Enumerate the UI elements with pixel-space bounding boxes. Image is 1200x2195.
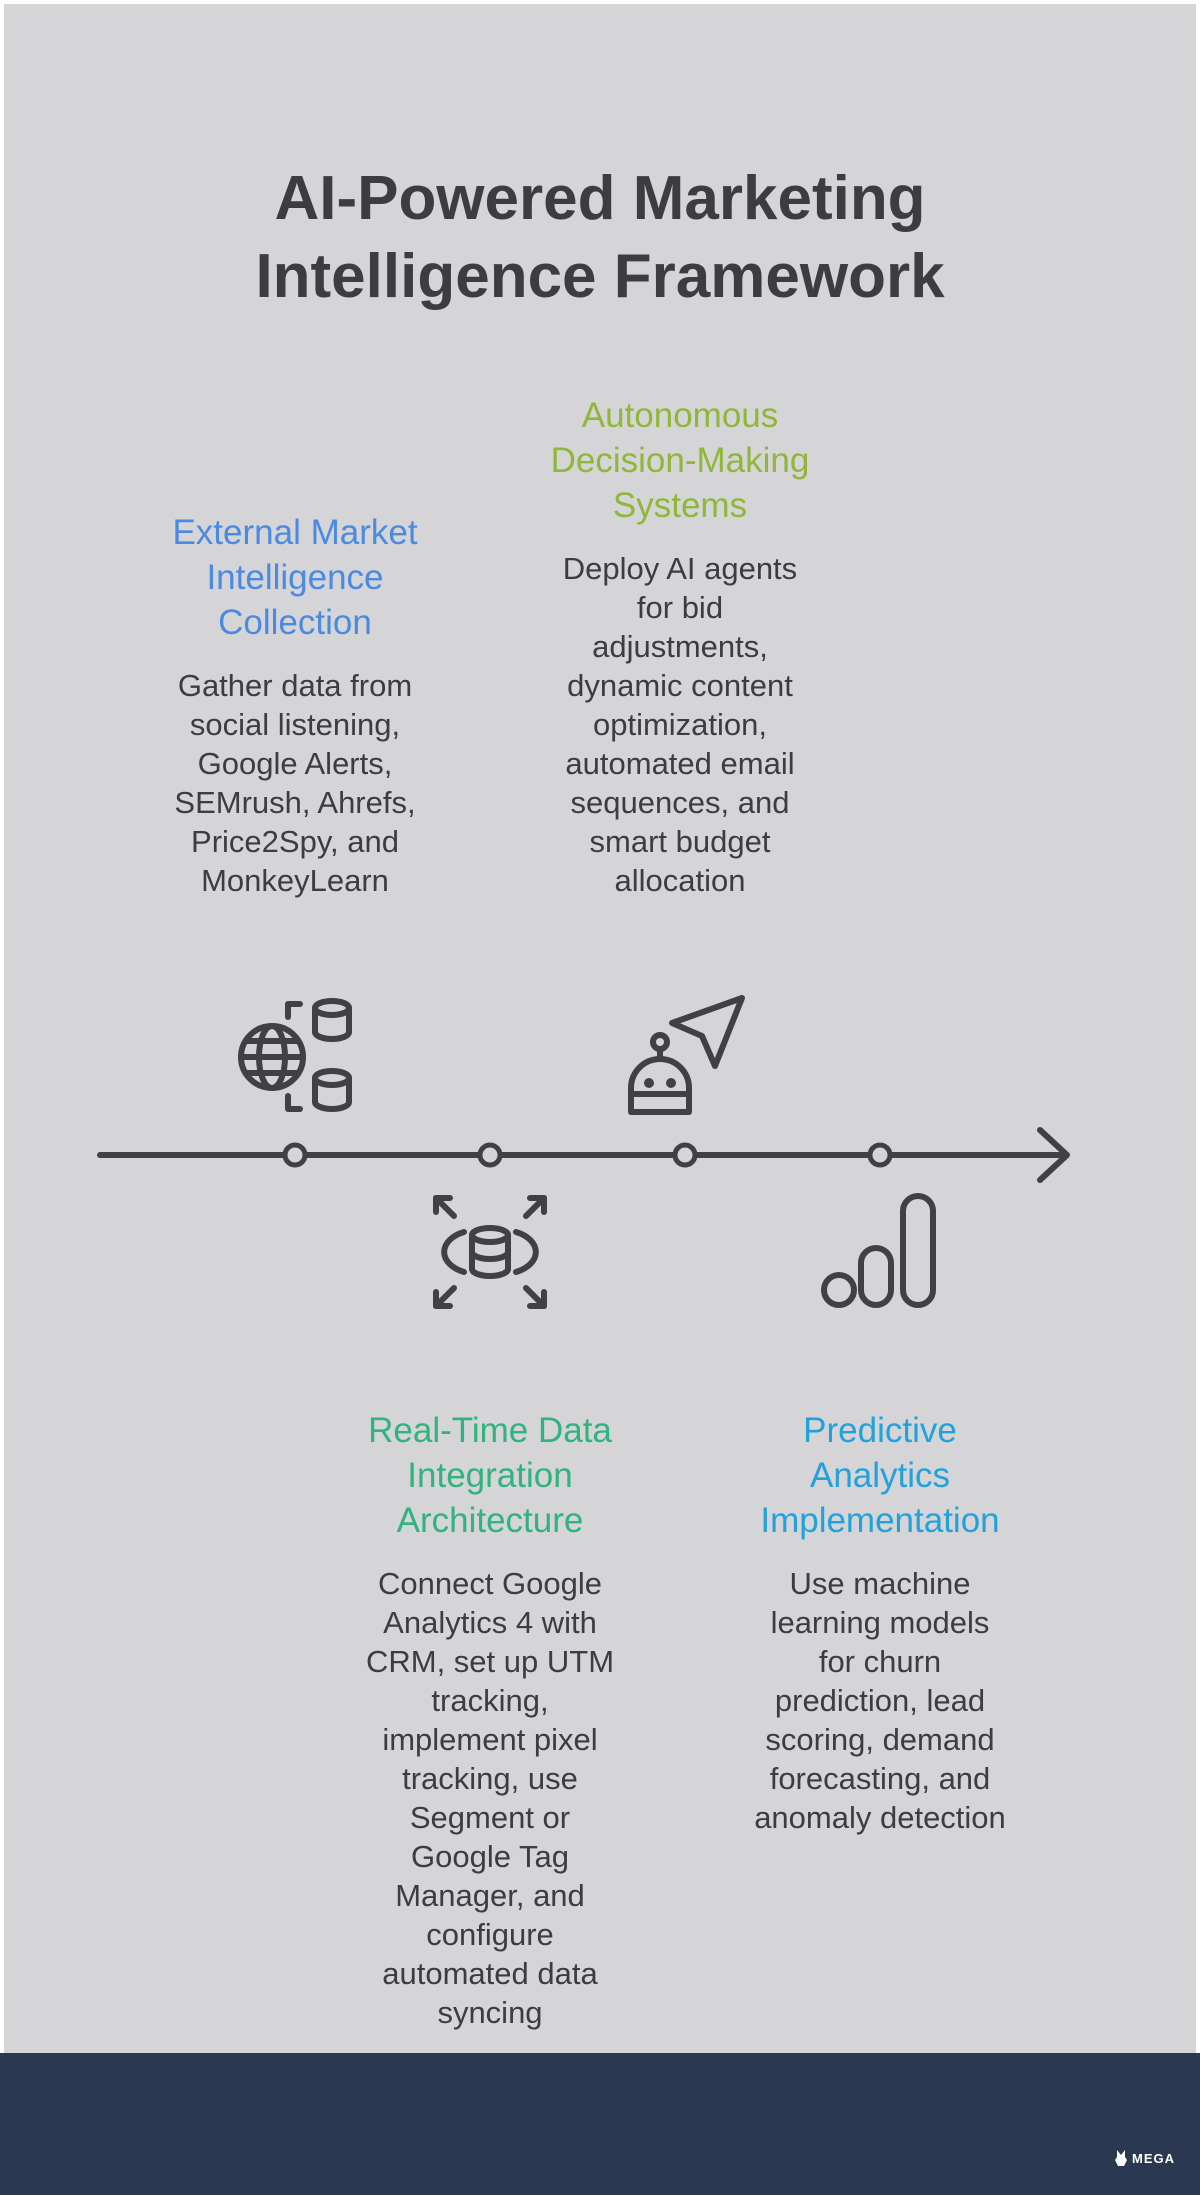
step-heading-line: Integration (407, 1456, 573, 1495)
description-line: Analytics 4 with (383, 1605, 597, 1640)
step-heading: External Market Intelligence Collection (135, 510, 455, 645)
step-heading-line: Implementation (760, 1501, 1000, 1540)
description-line: for churn (818, 1644, 942, 1679)
step-heading-line: External Market (172, 513, 418, 552)
description-line: CRM, set up UTM (365, 1644, 615, 1679)
step-description: Use machine learning models for churn pr… (720, 1564, 1040, 1837)
step-heading-line: Architecture (396, 1501, 584, 1540)
step-description: Gather data from social listening, Googl… (135, 666, 455, 900)
step-heading-line: Autonomous (581, 396, 779, 435)
brand-name: MEGA (1132, 2150, 1175, 2166)
step-heading-line: Decision-Making (550, 441, 810, 480)
diagram-background (4, 4, 1196, 2053)
description-line: SEMrush, Ahrefs, (174, 785, 416, 820)
description-line: Manager, and (395, 1878, 585, 1913)
page-title: AI-Powered Marketing Intelligence Framew… (0, 160, 1200, 316)
description-line: allocation (614, 863, 746, 898)
title-line: Intelligence Framework (255, 242, 945, 311)
description-line: Gather data from (177, 668, 413, 703)
step-heading: Predictive Analytics Implementation (720, 1408, 1040, 1543)
robot-navigation-icon (628, 995, 745, 1115)
description-line: tracking, use (402, 1761, 578, 1796)
title-line: AI-Powered Marketing (274, 164, 926, 233)
description-line: Deploy AI agents (562, 551, 798, 586)
step-heading: Autonomous Decision-Making Systems (520, 393, 840, 528)
robot-eye-right (666, 1078, 676, 1088)
footer: MEGA (0, 2053, 1200, 2195)
description-line: syncing (437, 1995, 543, 2030)
database-sync-icon (433, 1195, 547, 1309)
description-line: Segment or (409, 1800, 571, 1835)
description-line: implement pixel (382, 1722, 598, 1757)
description-line: Google Alerts, (197, 746, 393, 781)
step-heading-line: Analytics (809, 1456, 951, 1495)
step-heading-line: Collection (218, 603, 372, 642)
description-line: social listening, (189, 707, 401, 742)
timeline-node-4 (867, 1142, 893, 1168)
description-line: adjustments, (592, 629, 768, 664)
robot-eye-left (644, 1078, 654, 1088)
timeline-node-1 (282, 1142, 308, 1168)
description-line: scoring, demand (765, 1722, 995, 1757)
description-line: Connect Google (377, 1566, 603, 1601)
timeline-arrowhead (1037, 1127, 1070, 1183)
description-line: optimization, (592, 707, 768, 742)
description-line: dynamic content (567, 668, 793, 703)
description-line: anomaly detection (754, 1800, 1006, 1835)
step-heading-line: Real-Time Data (368, 1411, 612, 1450)
brand-logo: MEGA (1113, 2148, 1175, 2168)
description-line: MonkeyLearn (201, 863, 389, 898)
bar-signal-icon (821, 1193, 936, 1308)
step-heading-line: Intelligence (206, 558, 384, 597)
description-line: smart budget (589, 824, 771, 859)
description-line: sequences, and (570, 785, 790, 820)
timeline-node-2 (477, 1142, 503, 1168)
step-heading: Real-Time Data Integration Architecture (330, 1408, 650, 1543)
description-line: automated data (382, 1956, 598, 1991)
step-heading-line: Predictive (803, 1411, 957, 1450)
description-line: forecasting, and (769, 1761, 991, 1796)
description-line: for bid (636, 590, 724, 625)
description-line: configure (426, 1917, 554, 1952)
description-line: Use machine (789, 1566, 971, 1601)
description-line: automated email (565, 746, 795, 781)
description-line: tracking, (431, 1683, 549, 1718)
step-description: Connect Google Analytics 4 with CRM, set… (330, 1564, 650, 2032)
brand-mark-icon (1115, 2150, 1127, 2166)
description-line: Price2Spy, and (191, 824, 399, 859)
step-heading-line: Systems (612, 486, 748, 525)
description-line: prediction, lead (774, 1683, 986, 1718)
description-line: learning models (770, 1605, 990, 1640)
globe-database-icon (238, 998, 352, 1112)
step-description: Deploy AI agents for bid adjustments, dy… (520, 549, 840, 900)
description-line: Google Tag (411, 1839, 569, 1874)
timeline-node-3 (672, 1142, 698, 1168)
